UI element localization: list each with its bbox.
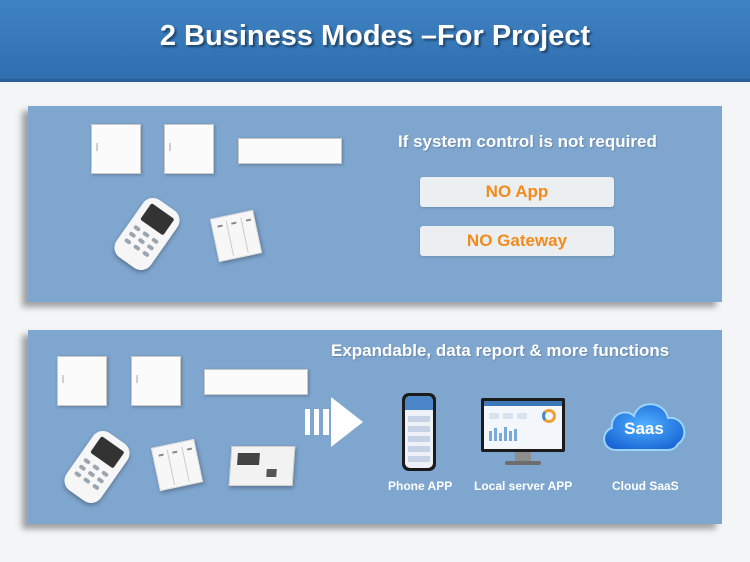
gateway-device-image	[229, 446, 296, 486]
phone-app-caption: Phone APP	[388, 479, 452, 493]
local-server-monitor-image	[481, 398, 565, 452]
monitor-foot	[505, 461, 541, 465]
top-panel-heading: If system control is not required	[398, 132, 657, 152]
wall-switch-image	[151, 439, 203, 491]
local-server-caption: Local server APP	[474, 479, 572, 493]
sensor-panel-image	[57, 356, 107, 406]
phone-app-image	[402, 393, 436, 471]
led-strip-panel-image	[204, 369, 308, 395]
no-gateway-badge: NO Gateway	[420, 226, 614, 256]
sensor-panel-image	[164, 124, 214, 174]
sensor-panel-image	[131, 356, 181, 406]
no-app-badge: NO App	[420, 177, 614, 207]
title-banner: 2 Business Modes –For Project	[0, 0, 750, 82]
page-title: 2 Business Modes –For Project	[0, 20, 750, 53]
sensor-panel-image	[91, 124, 141, 174]
monitor-stand	[515, 452, 531, 461]
right-arrow-icon	[305, 397, 365, 447]
bottom-panel-heading: Expandable, data report & more functions	[331, 341, 669, 361]
wall-switch-image	[210, 210, 262, 262]
cloud-saas-caption: Cloud SaaS	[612, 479, 679, 493]
led-strip-panel-image	[238, 138, 342, 164]
cloud-label: Saas	[598, 419, 690, 439]
